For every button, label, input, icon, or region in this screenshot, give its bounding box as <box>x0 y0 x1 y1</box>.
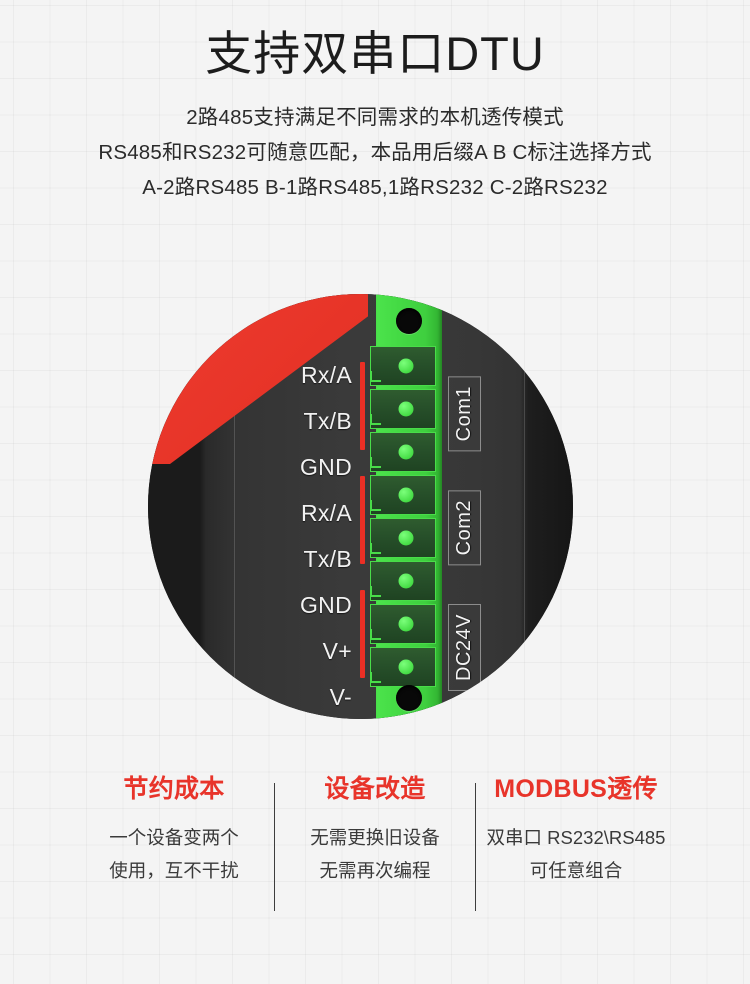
pin-group-bar-com2 <box>360 476 365 564</box>
terminal-slot <box>370 518 436 558</box>
feature-column-modbus: MODBUS透传 双串口 RS232\RS485 可任意组合 <box>476 770 676 887</box>
terminal-pin-label-list: Rx/A Tx/B GND Rx/A Tx/B GND V+ V- <box>244 352 352 719</box>
terminal-screw-dot <box>398 530 414 546</box>
terminal-screw-dot <box>398 573 414 589</box>
feature-column-cost-saving: 节约成本 一个设备变两个 使用，互不干扰 <box>74 770 274 887</box>
feature-title: 设备改造 <box>324 775 426 803</box>
mount-screw-hole-top <box>396 308 422 334</box>
terminal-screw-dot <box>398 487 414 503</box>
feature-columns: 节约成本 一个设备变两个 使用，互不干扰 设备改造 无需更换旧设备 无需再次编程… <box>0 770 750 911</box>
port-label-dc24v: DC24V <box>448 604 481 691</box>
header-section: 支持双串口DTU 2路485支持满足不同需求的本机透传模式 RS485和RS23… <box>0 0 750 205</box>
feature-body: 双串口 RS232\RS485 可任意组合 <box>480 821 672 887</box>
terminal-screw-dot <box>398 616 414 632</box>
terminal-slot <box>370 561 436 601</box>
column-divider-2 <box>475 783 476 911</box>
device-panel-seam-right <box>524 294 525 719</box>
terminal-screw-dot <box>398 358 414 374</box>
green-terminal-block <box>370 294 442 719</box>
product-photo-circle: Rx/A Tx/B GND Rx/A Tx/B GND V+ V- <box>148 294 573 719</box>
pin-label: GND <box>299 592 352 618</box>
port-label-com2: Com2 <box>448 490 481 566</box>
terminal-slot-stack <box>370 346 436 690</box>
subtitle-line-3: A-2路RS485 B-1路RS485,1路RS232 C-2路RS232 <box>142 176 608 200</box>
terminal-screw-dot <box>398 401 414 417</box>
pin-label: Rx/A <box>300 362 352 388</box>
pin-label: V- <box>329 684 352 710</box>
feature-line: 可任意组合 <box>529 860 623 881</box>
terminal-slot <box>370 647 436 687</box>
mount-screw-hole-bottom <box>396 685 422 711</box>
feature-title: MODBUS透传 <box>494 775 658 803</box>
feature-body: 一个设备变两个 使用，互不干扰 <box>78 821 270 887</box>
terminal-slot <box>370 604 436 644</box>
pin-label: Rx/A <box>300 500 352 526</box>
terminal-slot <box>370 475 436 515</box>
device-panel-seam-left <box>234 294 235 719</box>
terminal-screw-dot <box>398 444 414 460</box>
subtitle-line-1: 2路485支持满足不同需求的本机透传模式 <box>186 106 564 130</box>
terminal-screw-dot <box>398 659 414 675</box>
feature-title: 节约成本 <box>123 775 225 803</box>
feature-line: 一个设备变两个 <box>109 827 239 848</box>
pin-group-bar-power <box>360 590 365 678</box>
terminal-slot <box>370 432 436 472</box>
subtitle-block: 2路485支持满足不同需求的本机透传模式 RS485和RS232可随意匹配，本品… <box>0 100 750 205</box>
feature-line: 双串口 RS232\RS485 <box>486 827 666 848</box>
subtitle-line-2: RS485和RS232可随意匹配，本品用后缀A B C标注选择方式 <box>98 141 652 165</box>
feature-line: 无需更换旧设备 <box>310 827 440 848</box>
port-label-com1: Com1 <box>448 376 481 452</box>
feature-line: 使用，互不干扰 <box>109 860 239 881</box>
feature-column-equipment-upgrade: 设备改造 无需更换旧设备 无需再次编程 <box>275 770 475 887</box>
terminal-slot <box>370 389 436 429</box>
pin-label: Tx/B <box>303 408 352 434</box>
column-divider-1 <box>274 783 275 911</box>
feature-body: 无需更换旧设备 无需再次编程 <box>279 821 471 887</box>
pin-label: GND <box>299 454 352 480</box>
pin-label: V+ <box>322 638 352 664</box>
pin-group-bar-com1 <box>360 362 365 450</box>
page-title: 支持双串口DTU <box>205 27 545 80</box>
pin-label: Tx/B <box>303 546 352 572</box>
terminal-slot <box>370 346 436 386</box>
feature-line: 无需再次编程 <box>319 860 431 881</box>
